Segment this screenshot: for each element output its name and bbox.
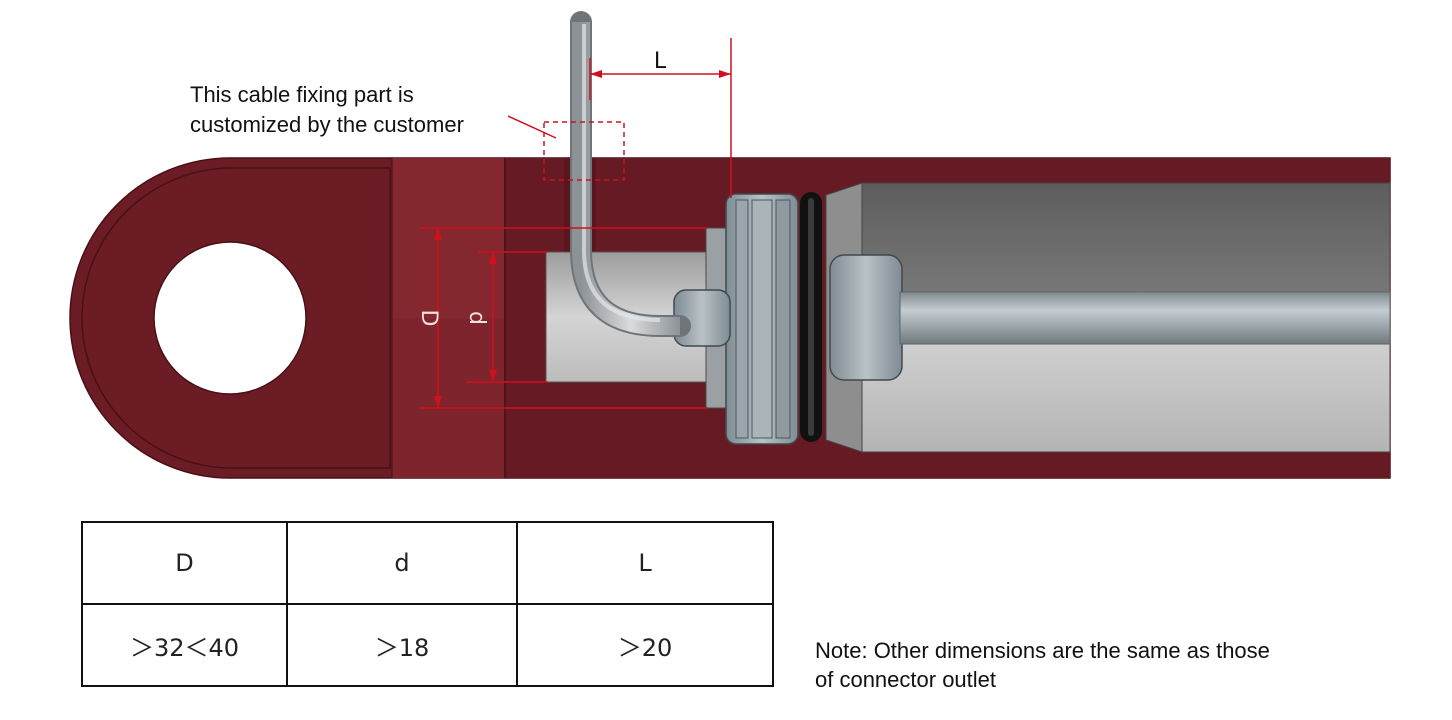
dim-l-label: L: [654, 49, 667, 74]
table-header-d: d: [286, 521, 518, 605]
cable-fixing-callout: This cable fixing part is customized by …: [190, 80, 464, 140]
note-line-2: of connector outlet: [815, 667, 997, 692]
piston-hub: [829, 254, 903, 381]
table-cell-L: ＞20: [516, 603, 774, 687]
dimension-table: D d L ＞32＜40 ＞18 ＞20: [81, 521, 774, 687]
dim-d-outer-label: D: [416, 310, 441, 327]
table-header-L: L: [516, 521, 774, 605]
table-cell-d: ＞18: [286, 603, 518, 687]
note-line-1: Note: Other dimensions are the same as t…: [815, 638, 1270, 663]
eye-hole: [153, 241, 307, 395]
cylinder-cross-section-diagram: L D d: [69, 11, 1391, 479]
table-cell-D: ＞32＜40: [81, 603, 288, 687]
body-band-shade: [392, 158, 504, 318]
piston-rod: [899, 291, 1391, 345]
table-row: ＞32＜40 ＞18 ＞20: [81, 603, 774, 687]
note-text: Note: Other dimensions are the same as t…: [815, 636, 1375, 694]
dim-d-inner-label: d: [464, 311, 489, 325]
callout-line-2: customized by the customer: [190, 112, 464, 137]
table-header-D: D: [81, 521, 288, 605]
cable-fixing-box: [543, 121, 625, 181]
callout-leader: [507, 115, 557, 139]
callout-line-1: This cable fixing part is: [190, 82, 414, 107]
table-header-row: D d L: [81, 521, 774, 605]
